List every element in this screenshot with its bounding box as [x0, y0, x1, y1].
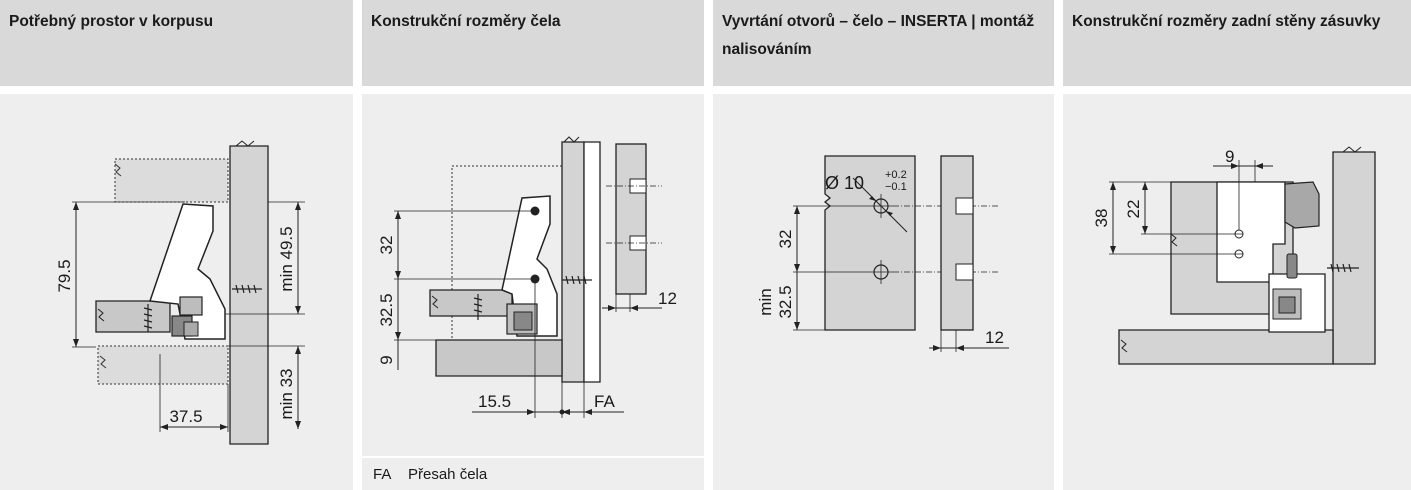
panel-front-drilling: Vyvrtání otvorů – čelo – INSERTA | montá…	[713, 0, 1054, 490]
panel-back-panel-dimensions: Konstrukční rozměry zadní stěny zásuvky	[1063, 0, 1411, 490]
screw-icon	[562, 275, 592, 285]
dim-12: 12	[658, 289, 677, 308]
upper-shelf-outline	[114, 158, 229, 203]
panel-title: Vyvrtání otvorů – čelo – INSERTA | montá…	[722, 13, 1035, 58]
dim-22: 22	[1124, 200, 1143, 219]
front-side-profile	[940, 155, 974, 331]
panel-title: Konstrukční rozměry čela	[371, 13, 561, 30]
dim-37-5: 37.5	[169, 407, 202, 426]
cabinet-side-wall	[1332, 151, 1376, 365]
dim-38: 38	[1092, 209, 1111, 228]
panel-header: Potřebný prostor v korpusu	[0, 0, 353, 86]
panel-title: Konstrukční rozměry zadní stěny zásuvky	[1072, 13, 1381, 30]
front-dimensions-diagram: 12 32 32.5 9 15.5 FA	[377, 136, 677, 418]
back-bracket	[1216, 181, 1286, 283]
panel-header: Vyvrtání otvorů – čelo – INSERTA | montá…	[713, 0, 1054, 86]
screw-icon	[473, 294, 483, 320]
drawer-side	[429, 289, 513, 317]
dim-12: 12	[985, 328, 1004, 347]
tolerance-lower: −0.1	[885, 181, 907, 193]
panel-header: Konstrukční rozměry zadní stěny zásuvky	[1063, 0, 1411, 86]
dim-32-5: 32.5	[377, 293, 396, 326]
screw-icon	[232, 284, 262, 294]
dim-min-label: min	[756, 288, 775, 315]
diagram-area: 9 22 38	[1063, 94, 1411, 490]
screw-icon	[1327, 263, 1359, 273]
dim-diameter-10: Ø 10	[825, 173, 864, 193]
legend-code: FA	[373, 466, 392, 483]
dim-32: 32	[776, 230, 795, 249]
legend-text: Přesah čela	[408, 466, 488, 483]
back-panel-diagram: 9 22 38	[1092, 146, 1376, 365]
dim-9: 9	[1225, 147, 1234, 166]
dim-32-5: 32.5	[776, 285, 795, 318]
front-board	[823, 155, 916, 331]
dim-min-33: min 33	[277, 368, 296, 419]
front-side-profile	[615, 143, 647, 295]
diagram-area: 79.5 min 49.5 min 33 37.5	[0, 94, 353, 490]
screw-icon	[143, 304, 153, 332]
runner-lock	[179, 296, 203, 316]
front-board	[583, 141, 601, 383]
bottom-shelf	[435, 339, 563, 377]
tolerance-upper: +0.2	[885, 169, 907, 181]
diagram-area: 12 32 32.5 9 15.5 FA	[362, 94, 704, 458]
dim-min-49-5: min 49.5	[277, 226, 296, 291]
cabinet-side-wall	[561, 141, 585, 383]
panel-front-dimensions: Konstrukční rozměry čela	[362, 0, 704, 490]
bottom-shelf	[1118, 329, 1334, 365]
lower-shelf-outline	[97, 345, 229, 385]
dim-32: 32	[377, 236, 396, 255]
dim-15-5: 15.5	[478, 392, 511, 411]
dim-79-5: 79.5	[55, 259, 74, 292]
cabinet-space-diagram: 79.5 min 49.5 min 33 37.5	[55, 140, 305, 445]
dim-fa: FA	[594, 392, 615, 411]
drawer-side	[95, 300, 171, 333]
cabinet-side-wall	[229, 145, 269, 445]
dim-9: 9	[377, 355, 396, 364]
bracket-cap	[1284, 181, 1320, 229]
panel-header: Konstrukční rozměry čela	[362, 0, 704, 86]
panel-title: Potřebný prostor v korpusu	[9, 13, 214, 30]
panel-cabinet-space: Potřebný prostor v korpusu	[0, 0, 353, 490]
legend: FA Přesah čela	[362, 456, 704, 490]
diagram-area: Ø 10 +0.2 −0.1 12 32 mi	[713, 94, 1054, 490]
front-drilling-diagram: Ø 10 +0.2 −0.1 12 32 mi	[756, 155, 1009, 352]
